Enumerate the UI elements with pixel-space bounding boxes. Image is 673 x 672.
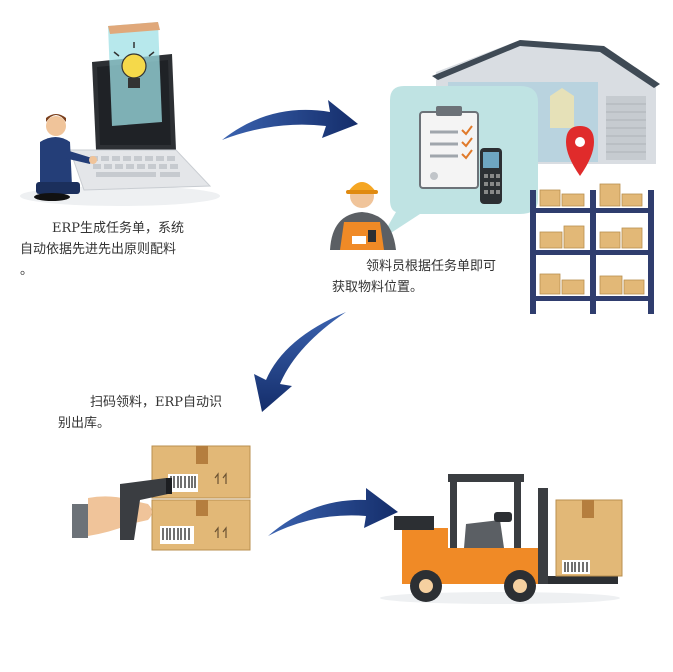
task-list-clipboard-icon [419, 106, 479, 189]
step-3-caption: 扫码领料，ERP自动识 别出库。 [58, 392, 258, 434]
step-1-caption: ERP生成任务单，系统 自动依据先进先出原则配料 。 [20, 218, 225, 281]
office-worker-icon [34, 114, 97, 201]
scanning-scene [72, 445, 251, 551]
step-2-line-2: 获取物料位置。 [332, 280, 424, 295]
forklift-icon [394, 474, 618, 602]
flow-arrow-1 [222, 100, 358, 140]
forklift-scene [380, 474, 623, 604]
cardboard-boxes-icon [151, 445, 251, 551]
step-1-line-1: ERP生成任务单，系统 [52, 221, 185, 236]
step-1-line-2: 自动依据先进先出原则配料 [20, 242, 177, 257]
step-2-line-1: 领料员根据任务单即可 [366, 259, 497, 274]
flow-arrow-3 [268, 488, 398, 536]
barcode-scanner-icon [72, 478, 172, 540]
material-handler-icon [330, 182, 396, 250]
step-3-line-2: 别出库。 [58, 416, 111, 431]
storage-shelf-icon [530, 183, 654, 314]
barcode-label-icon [160, 474, 198, 544]
step-3-line-1: 扫码领料，ERP自动识 [90, 395, 223, 410]
step-2-caption: 领料员根据任务单即可 获取物料位置。 [332, 256, 532, 298]
step-1-line-3: 。 [20, 263, 34, 278]
location-pin-icon [566, 126, 594, 176]
laptop-scene [20, 22, 220, 206]
laptop-icon [69, 22, 212, 191]
flow-arrow-2 [254, 312, 346, 412]
warehouse-scene [330, 40, 660, 314]
handheld-terminal-icon [480, 148, 502, 204]
pallet-boxes-icon [555, 499, 623, 577]
